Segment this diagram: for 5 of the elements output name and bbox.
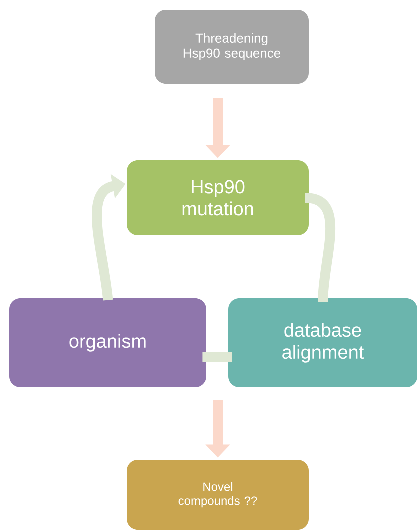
- process-box: database alignment: [228, 298, 418, 388]
- process-box: Threadening Hsp90 sequence: [155, 10, 309, 84]
- process-box: organism: [10, 298, 206, 388]
- process-box: Hsp90 mutation: [127, 160, 309, 236]
- process-box: Novel compounds ??: [127, 460, 309, 530]
